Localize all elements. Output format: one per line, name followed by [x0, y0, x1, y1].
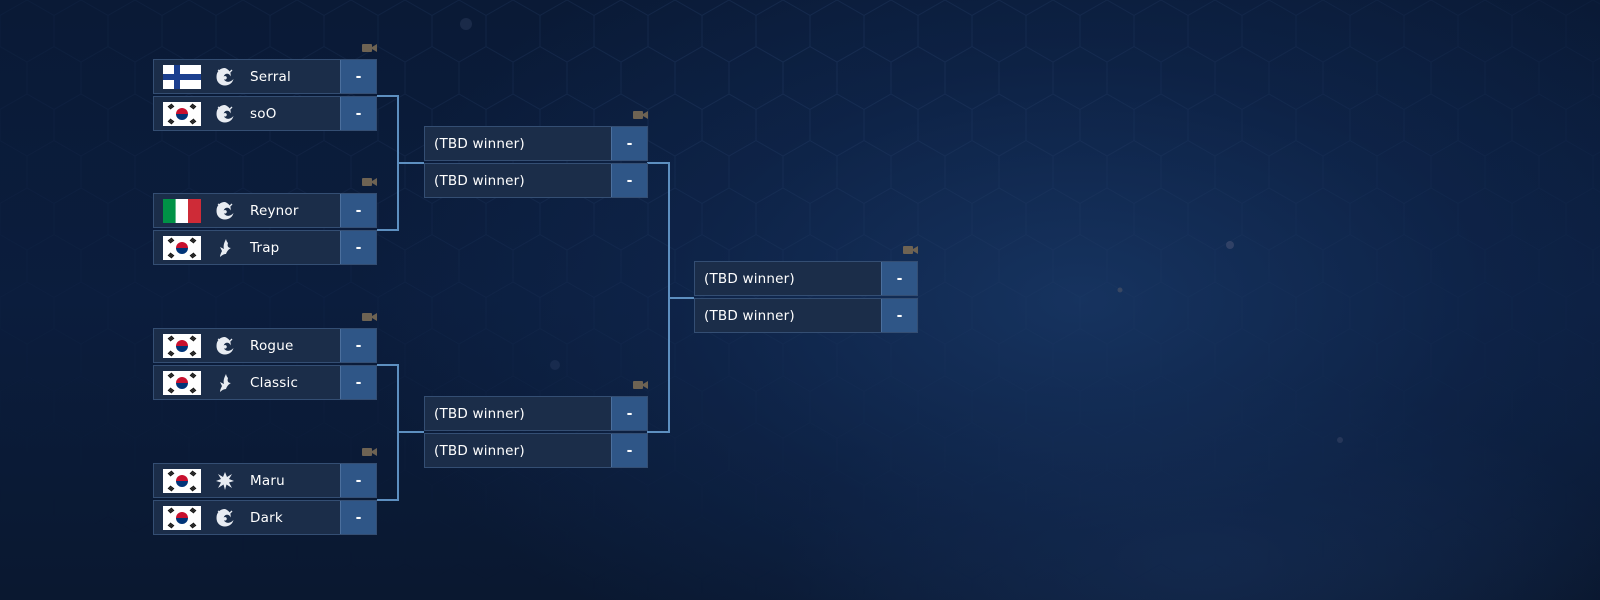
terran-icon	[216, 471, 234, 490]
video-camera-icon[interactable]	[633, 110, 648, 120]
semifinal-match-1: (TBD winner) - (TBD winner) -	[424, 111, 648, 201]
player-name: Maru	[250, 472, 285, 489]
round1-match-4: Maru - Dark -	[153, 448, 377, 538]
tbd-slot[interactable]: (TBD winner) -	[694, 261, 918, 296]
player-name: Rogue	[250, 337, 294, 354]
video-camera-icon[interactable]	[362, 447, 377, 457]
round1-match-1: Serral - soO -	[153, 44, 377, 134]
round1-match-3: Rogue - Classic -	[153, 313, 377, 403]
video-camera-icon[interactable]	[633, 380, 648, 390]
semifinal-match-2: (TBD winner) - (TBD winner) -	[424, 381, 648, 471]
zerg-icon	[216, 104, 234, 122]
tbd-winner-label: (TBD winner)	[434, 442, 525, 459]
tbd-slot[interactable]: (TBD winner) -	[424, 396, 648, 431]
finland-flag	[163, 64, 201, 89]
score-box[interactable]: -	[611, 127, 647, 160]
score-box[interactable]: -	[340, 366, 376, 399]
south-korea-flag	[163, 235, 201, 260]
round1-match-2: Reynor - Trap -	[153, 178, 377, 268]
zerg-icon	[216, 67, 234, 85]
south-korea-flag	[163, 101, 201, 126]
score-box[interactable]: -	[611, 164, 647, 197]
score-box[interactable]: -	[340, 464, 376, 497]
tbd-winner-label: (TBD winner)	[434, 405, 525, 422]
south-korea-flag	[163, 370, 201, 395]
player-name: Serral	[250, 68, 291, 85]
score-box[interactable]: -	[881, 262, 917, 295]
tbd-winner-label: (TBD winner)	[434, 172, 525, 189]
video-camera-icon[interactable]	[362, 43, 377, 53]
player-name: Reynor	[250, 202, 299, 219]
player-slot-trap[interactable]: Trap -	[153, 230, 377, 265]
south-korea-flag	[163, 333, 201, 358]
zerg-icon	[216, 508, 234, 526]
player-name: soO	[250, 105, 277, 122]
video-camera-icon[interactable]	[362, 177, 377, 187]
final-match: (TBD winner) - (TBD winner) -	[694, 246, 918, 336]
south-korea-flag	[163, 468, 201, 493]
protoss-icon	[220, 238, 231, 257]
tbd-winner-label: (TBD winner)	[704, 270, 795, 287]
zerg-icon	[216, 201, 234, 219]
score-box[interactable]: -	[340, 329, 376, 362]
video-camera-icon[interactable]	[362, 312, 377, 322]
tbd-slot[interactable]: (TBD winner) -	[424, 433, 648, 468]
player-name: Classic	[250, 374, 299, 391]
score-box[interactable]: -	[340, 60, 376, 93]
score-box[interactable]: -	[340, 97, 376, 130]
protoss-icon	[220, 373, 231, 392]
video-camera-icon[interactable]	[903, 245, 918, 255]
score-box[interactable]: -	[611, 397, 647, 430]
player-slot-reynor[interactable]: Reynor -	[153, 193, 377, 228]
player-slot-classic[interactable]: Classic -	[153, 365, 377, 400]
zerg-icon	[216, 336, 234, 354]
tbd-slot[interactable]: (TBD winner) -	[424, 163, 648, 198]
player-slot-dark[interactable]: Dark -	[153, 500, 377, 535]
score-box[interactable]: -	[340, 231, 376, 264]
score-box[interactable]: -	[611, 434, 647, 467]
player-slot-serral[interactable]: Serral -	[153, 59, 377, 94]
player-slot-maru[interactable]: Maru -	[153, 463, 377, 498]
tbd-winner-label: (TBD winner)	[434, 135, 525, 152]
player-name: Trap	[250, 239, 280, 256]
tbd-slot[interactable]: (TBD winner) -	[694, 298, 918, 333]
tbd-slot[interactable]: (TBD winner) -	[424, 126, 648, 161]
score-box[interactable]: -	[340, 501, 376, 534]
score-box[interactable]: -	[340, 194, 376, 227]
player-slot-rogue[interactable]: Rogue -	[153, 328, 377, 363]
south-korea-flag	[163, 505, 201, 530]
tbd-winner-label: (TBD winner)	[704, 307, 795, 324]
italy-flag	[163, 198, 201, 223]
player-slot-soo[interactable]: soO -	[153, 96, 377, 131]
score-box[interactable]: -	[881, 299, 917, 332]
player-name: Dark	[250, 509, 283, 526]
